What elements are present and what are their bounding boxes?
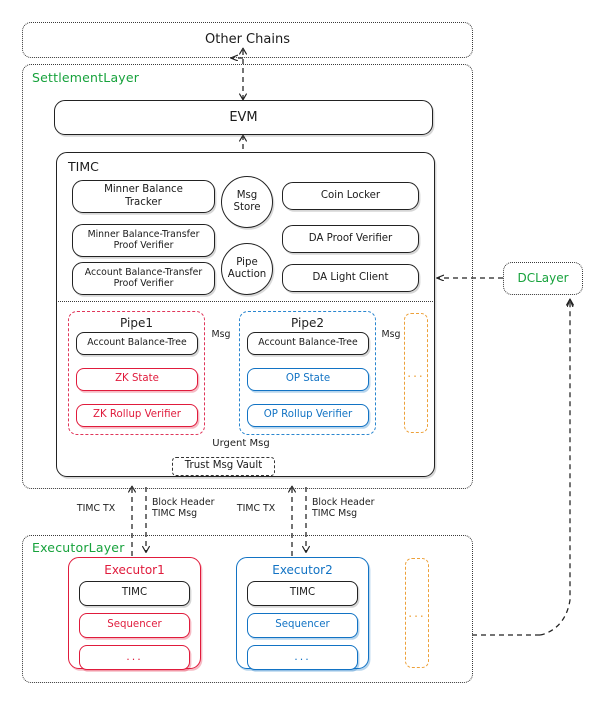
channel-label-block-header-2: Block Header TIMC Msg: [312, 497, 375, 520]
executor-placeholder-container[interactable]: ...: [405, 558, 429, 668]
executor-item-label: TIMC: [121, 587, 148, 599]
pipe1-item-zk-rollup-verifier[interactable]: ZK Rollup Verifier: [76, 404, 198, 427]
executor-item-label: ...: [294, 650, 311, 664]
executor-item-label: Sequencer: [275, 619, 330, 631]
module-label: Minner Balance Tracker: [104, 184, 183, 208]
channel-label-timc-tx-1: TIMC TX: [76, 503, 116, 514]
pipe-placeholder-container[interactable]: ...: [404, 313, 428, 433]
pipe-item-label: ZK Rollup Verifier: [93, 409, 181, 421]
pipe2-item-op-rollup-verifier[interactable]: OP Rollup Verifier: [247, 404, 369, 427]
pipe1-item-zk-state[interactable]: ZK State: [76, 368, 198, 391]
module-label: Pipe Auction: [227, 256, 267, 280]
pipe-item-label: OP State: [285, 373, 331, 385]
executor2-item-sequencer[interactable]: Sequencer: [247, 613, 358, 638]
pipe-link-label-2: Msg: [381, 329, 401, 340]
module-label: Account Balance-Transfer Proof Verifier: [84, 266, 203, 289]
executor2-title: Executor2: [272, 563, 333, 577]
pipe2-item-account-balance-tree[interactable]: Account Balance-Tree: [247, 332, 369, 355]
pipe2-container[interactable]: Pipe2: [239, 311, 376, 435]
dclayer-label: DCLayer: [517, 271, 569, 286]
pipe1-item-account-balance-tree[interactable]: Account Balance-Tree: [76, 332, 198, 355]
module-pipe-auction[interactable]: Pipe Auction: [221, 243, 273, 295]
pipe1-container[interactable]: Pipe1: [68, 311, 205, 435]
settlement-layer-label: SettlementLayer: [32, 70, 140, 85]
executor-layer-container[interactable]: [22, 535, 473, 683]
pipe-item-label: ZK State: [115, 373, 159, 385]
executor-item-label: TIMC: [289, 587, 316, 599]
pipe-item-label: Account Balance-Tree: [87, 337, 187, 349]
module-label: Minner Balance-Transfer Proof Verifier: [87, 228, 200, 251]
pipe-item-label: OP Rollup Verifier: [263, 409, 353, 421]
pipe-placeholder-label: ...: [407, 366, 425, 380]
module-minner-balance-tracker[interactable]: Minner Balance Tracker: [72, 180, 215, 213]
module-da-light-client[interactable]: DA Light Client: [282, 264, 419, 292]
trust-msg-vault-label: Trust Msg Vault: [184, 460, 263, 472]
module-msg-store[interactable]: Msg Store: [221, 176, 273, 228]
executor1-item-sequencer[interactable]: Sequencer: [79, 613, 190, 638]
module-account-balance-transfer-proof-verifier[interactable]: Account Balance-Transfer Proof Verifier: [72, 262, 215, 295]
other-chains-label: Other Chains: [205, 32, 290, 48]
other-chains-container[interactable]: Other Chains: [22, 22, 473, 58]
timc-divider: [58, 301, 433, 302]
executor-item-label: ...: [126, 650, 143, 664]
executor1-item-more[interactable]: ...: [79, 645, 190, 670]
module-label: DA Light Client: [312, 271, 389, 283]
channel-label-timc-tx-2: TIMC TX: [236, 503, 276, 514]
executor1-item-timc[interactable]: TIMC: [79, 581, 190, 606]
module-minner-balance-transfer-proof-verifier[interactable]: Minner Balance-Transfer Proof Verifier: [72, 224, 215, 257]
executor2-item-timc[interactable]: TIMC: [247, 581, 358, 606]
urgent-msg-label: Urgent Msg: [212, 438, 270, 449]
evm-label: EVM: [229, 109, 258, 125]
pipe-link-label-1: Msg: [211, 329, 231, 340]
module-label: DA Proof Verifier: [308, 232, 393, 244]
pipe2-title: Pipe2: [291, 316, 324, 330]
module-label: Coin Locker: [320, 189, 381, 201]
executor-placeholder-label: ...: [408, 606, 426, 620]
dclayer-container[interactable]: DCLayer: [503, 262, 583, 295]
settlement-layer-container[interactable]: [22, 64, 473, 489]
module-da-proof-verifier[interactable]: DA Proof Verifier: [282, 225, 419, 253]
timc-label: TIMC: [68, 159, 99, 174]
pipe2-item-op-state[interactable]: OP State: [247, 368, 369, 391]
channel-label-block-header-1: Block Header TIMC Msg: [152, 497, 215, 520]
evm-box[interactable]: EVM: [54, 100, 433, 135]
executor1-title: Executor1: [104, 563, 165, 577]
executor-item-label: Sequencer: [107, 619, 162, 631]
module-coin-locker[interactable]: Coin Locker: [282, 182, 419, 210]
module-label: Msg Store: [233, 189, 261, 213]
pipe-item-label: Account Balance-Tree: [258, 337, 358, 349]
executor2-item-more[interactable]: ...: [247, 645, 358, 670]
pipe1-title: Pipe1: [120, 316, 153, 330]
trust-msg-vault-box[interactable]: Trust Msg Vault: [172, 457, 275, 476]
executor-layer-label: ExecutorLayer: [32, 540, 125, 555]
